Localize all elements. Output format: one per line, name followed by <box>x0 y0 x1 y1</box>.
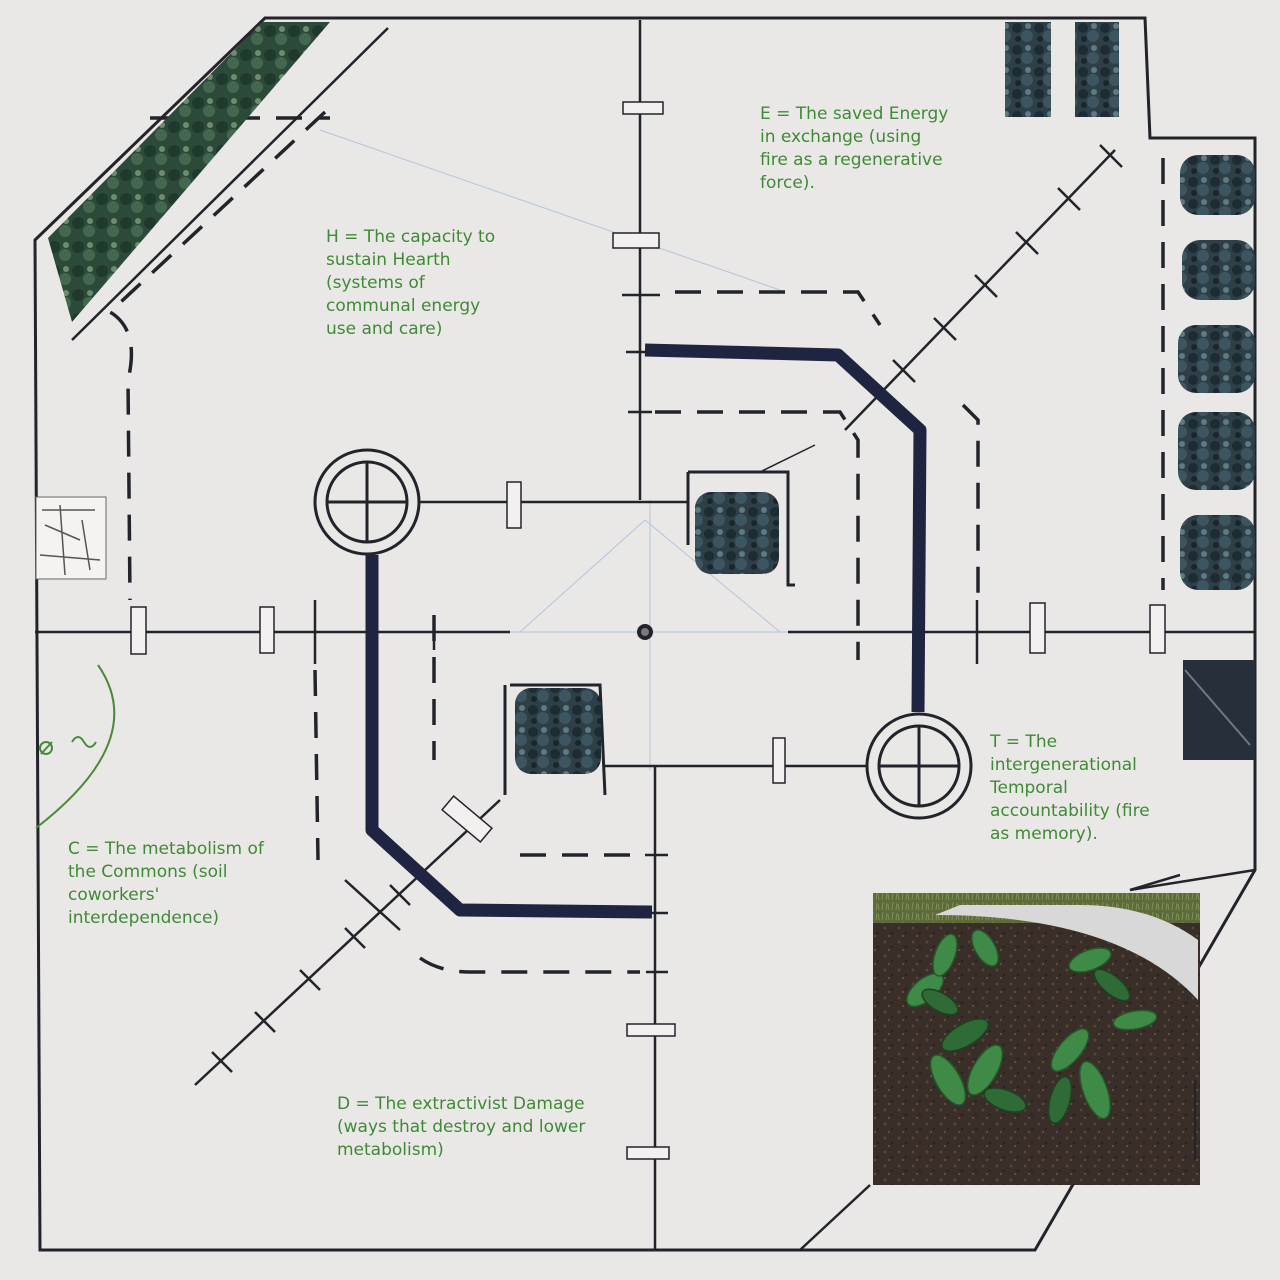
diagonal-ticks <box>211 144 1123 1073</box>
plant-cluster <box>905 929 1158 1125</box>
axis-ticks <box>313 293 979 974</box>
hearth-circle-left <box>313 448 421 556</box>
hedge-row-diagonal <box>48 22 389 341</box>
green-doodle <box>35 664 116 829</box>
annotation-temporal: T = The intergenerational Temporal accou… <box>990 732 1150 844</box>
center-node <box>641 628 649 636</box>
annotation-damage: D = The extractivist Damage (ways that d… <box>337 1094 586 1160</box>
annotation-hearth: H = The capacity to sustain Hearth (syst… <box>326 227 496 339</box>
annotation-energy: E = The saved Energy in exchange (using … <box>760 104 949 193</box>
gate-markers <box>130 101 1166 1160</box>
boundary-detail <box>799 868 1256 1251</box>
garden-photo-inset <box>873 893 1200 1185</box>
fire-channel <box>365 555 653 919</box>
site-boundary <box>33 16 1257 1252</box>
rock-bed-upper <box>686 444 816 587</box>
hedge-blocks-top-right <box>1005 22 1119 117</box>
main-axes <box>35 20 1255 1250</box>
hearth-circle-right <box>865 712 973 820</box>
rock-bed-lower <box>503 683 607 796</box>
fire-channel <box>644 343 927 713</box>
dashed-paths <box>107 110 1165 974</box>
sketch-panel-left <box>35 496 107 580</box>
annotation-commons: C = The metabolism of the Commons (soil … <box>68 839 264 928</box>
shrub-column-right <box>1178 155 1255 760</box>
